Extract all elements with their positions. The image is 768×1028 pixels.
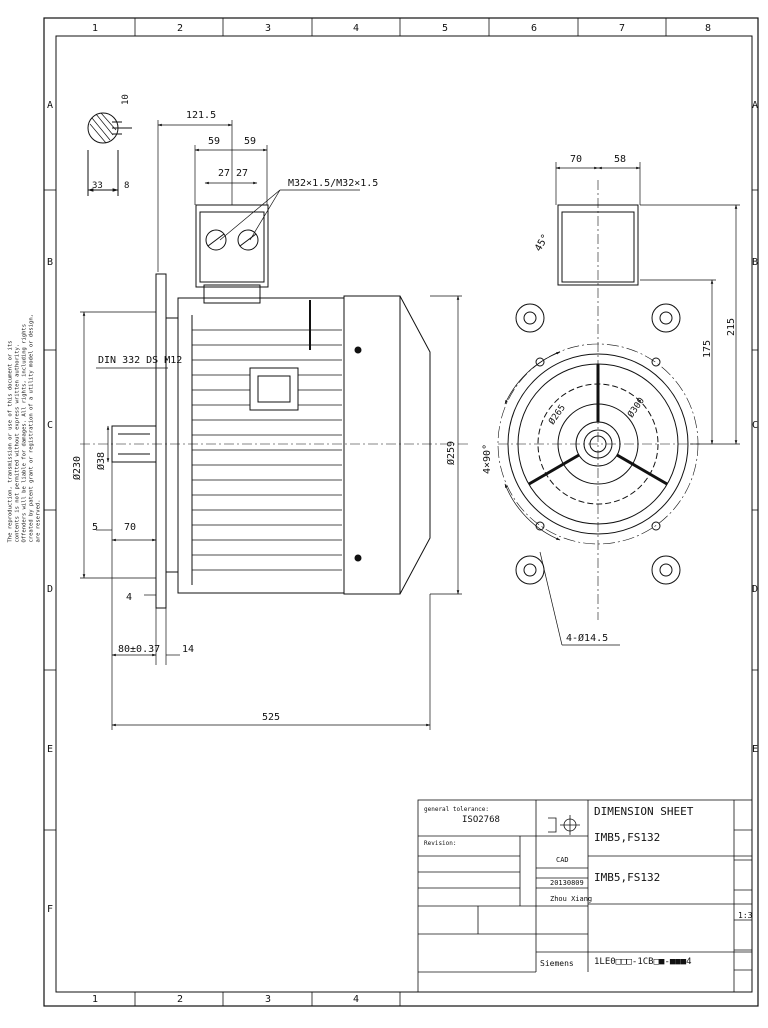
dim-14: 14 — [182, 644, 194, 655]
shaft-section — [87, 112, 132, 196]
front-dimensions — [80, 120, 462, 730]
row-label: B — [752, 257, 758, 268]
dim-59a: 59 — [208, 136, 220, 147]
dim-d38: Ø38 — [95, 452, 107, 470]
row-label: C — [752, 420, 758, 431]
general-tolerance-label: general tolerance: — [424, 806, 490, 813]
col-label: 4 — [353, 994, 359, 1005]
title-block-grid — [417, 799, 753, 993]
dim-27a: 27 — [218, 168, 230, 179]
dim-70: 70 — [124, 522, 136, 533]
row-label: E — [752, 744, 758, 755]
company-name: Siemens — [540, 959, 574, 968]
dim-side-70: 70 — [570, 154, 582, 165]
tolerance-value: ISO2768 — [462, 815, 500, 825]
dim-5: 5 — [92, 522, 98, 533]
col-label: 8 — [705, 23, 711, 34]
dim-side-175: 175 — [702, 340, 713, 358]
dim-27b: 27 — [236, 168, 248, 179]
col-label: 3 — [265, 23, 271, 34]
row-label: A — [752, 100, 758, 111]
col-label: 6 — [531, 23, 537, 34]
dim-d230: Ø230 — [71, 456, 83, 480]
motor-front-view — [80, 204, 470, 609]
dim-shaft-10: 10 — [121, 94, 131, 105]
col-label: 1 — [92, 994, 98, 1005]
dim-side-4x90: 4×90° — [482, 444, 493, 474]
row-label: A — [47, 100, 53, 111]
dim-4: 4 — [126, 592, 132, 603]
side-dimensions — [504, 162, 740, 646]
col-label: 1 — [92, 23, 98, 34]
dim-shaft-33: 33 — [92, 181, 103, 191]
drawing-title-1: DIMENSION SHEET — [594, 805, 694, 818]
row-label: C — [47, 420, 53, 431]
dim-side-300: Ø300 — [625, 396, 646, 420]
col-label: 2 — [177, 994, 183, 1005]
drawn-by: Zhou Xiang — [550, 895, 593, 903]
dim-din: DIN 332 DS M12 — [98, 355, 182, 366]
drawing-title-2: IMB5,FS132 — [594, 831, 661, 844]
dim-121-5: 121.5 — [186, 110, 216, 121]
dim-side-45: 45° — [533, 232, 552, 253]
dim-525: 525 — [262, 712, 280, 723]
col-label: 4 — [353, 23, 359, 34]
col-label: 3 — [265, 994, 271, 1005]
revision-label: Revision: — [424, 840, 457, 847]
drawing-code: 1LE0□□□-1CB□■-■■■4 — [594, 957, 692, 967]
dim-shaft-8: 8 — [124, 181, 129, 191]
dim-side-58: 58 — [614, 154, 626, 165]
row-label: D — [47, 584, 53, 595]
dim-80: 80±0.37 — [118, 644, 160, 655]
dim-gland: M32×1.5/M32×1.5 — [288, 178, 378, 189]
drawing-title-3: IMB5,FS132 — [594, 871, 661, 884]
dim-side-215: 215 — [726, 318, 737, 336]
outer-border — [43, 17, 759, 1007]
inner-border — [55, 35, 753, 993]
col-label: 2 — [177, 23, 183, 34]
copyright-notice: The reproduction, transmission or use of… — [7, 314, 42, 543]
row-label: F — [47, 904, 53, 915]
dim-side-265: Ø265 — [546, 403, 567, 427]
dim-side-holes: 4-Ø14.5 — [566, 632, 608, 644]
row-label: B — [47, 257, 53, 268]
date-value: 20130809 — [550, 879, 584, 887]
row-label: D — [752, 584, 758, 595]
dim-59b: 59 — [244, 136, 256, 147]
col-label: 7 — [619, 23, 625, 34]
scale-value: 1:3 — [738, 911, 753, 920]
col-label: 5 — [442, 23, 448, 34]
dim-d259: Ø259 — [445, 441, 457, 465]
motor-side-view — [497, 180, 700, 620]
cad-label: CAD — [556, 856, 569, 864]
row-label: E — [47, 744, 53, 755]
